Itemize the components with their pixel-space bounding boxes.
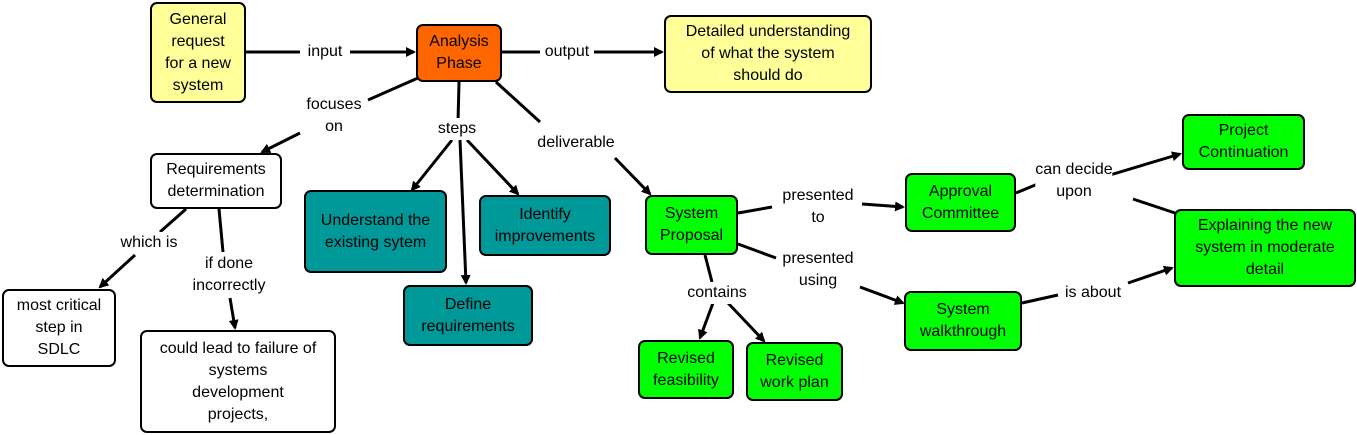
- edge-steps-d: [465, 138, 520, 196]
- node-requirements-determination[interactable]: Requirements determination: [150, 153, 282, 209]
- link-label-output: output: [544, 41, 590, 63]
- edge-steps-c: [458, 139, 471, 285]
- node-explaining-new-system[interactable]: Explaining the new system in moderate de…: [1174, 209, 1356, 287]
- node-understand-existing[interactable]: Understand the existing sytem: [304, 190, 447, 273]
- edge-is-about-b: [1127, 265, 1174, 285]
- link-label-contains: contains: [687, 282, 747, 304]
- node-revised-feasibility[interactable]: Revised feasibility: [638, 340, 734, 399]
- link-label-focuses-on: focuses on: [306, 94, 362, 138]
- edge-focuses-b: [260, 131, 301, 154]
- link-label-presented-using: presented using: [782, 248, 854, 292]
- link-label-presented-to: presented to: [782, 185, 854, 229]
- node-identify-improvements-label: Identify improvements: [494, 205, 596, 245]
- edge-decide-c: [1132, 197, 1176, 215]
- node-revised-work-plan[interactable]: Revised work plan: [746, 342, 843, 401]
- node-most-critical-step[interactable]: most critical step in SDLC: [2, 289, 116, 367]
- node-general-request[interactable]: General request for a new system: [150, 2, 246, 103]
- node-identify-improvements[interactable]: Identify improvements: [479, 195, 611, 256]
- node-requirements-determination-label: Requirements determination: [166, 161, 266, 200]
- edge-is-about-a: [1021, 293, 1059, 305]
- node-project-continuation-label: Project Continuation: [1198, 122, 1289, 161]
- edge-decide-b: [1109, 151, 1182, 177]
- link-label-deliverable: deliverable: [537, 132, 615, 154]
- edge-presented-to-a: [737, 205, 773, 215]
- edge-contains-c: [726, 301, 766, 343]
- node-system-walkthrough-label: System walkthrough: [919, 301, 1007, 340]
- edge-which-is-a: [159, 207, 187, 234]
- edge-presented-to-b: [861, 201, 905, 212]
- node-detailed-understanding[interactable]: Detailed understanding of what the syste…: [664, 15, 872, 93]
- edge-deliverable-a: [494, 80, 542, 124]
- node-explaining-new-system-label: Explaining the new system in moderate de…: [1195, 217, 1335, 278]
- edge-deliverable-b: [613, 156, 652, 196]
- edge-incorrect-a: [217, 208, 225, 253]
- node-system-proposal[interactable]: System Proposal: [645, 195, 738, 255]
- edge-presented-using-b: [859, 285, 905, 305]
- node-general-request-label: General request for a new system: [165, 10, 231, 94]
- link-label-which-is: which is: [120, 232, 178, 254]
- edge-steps-a: [456, 81, 461, 123]
- node-could-lead-failure[interactable]: could lead to failure of systems develop…: [140, 330, 336, 433]
- node-approval-committee[interactable]: Approval Committee: [905, 173, 1016, 232]
- edge-contains-b: [698, 302, 715, 340]
- link-label-can-decide-upon: can decide upon: [1035, 159, 1113, 203]
- link-label-steps: steps: [437, 118, 477, 140]
- node-system-proposal-label: System Proposal: [659, 205, 724, 244]
- node-could-lead-failure-label: could lead to failure of systems develop…: [159, 339, 317, 423]
- edge-incorrect-b: [228, 297, 239, 330]
- node-define-requirements-label: Define requirements: [421, 295, 515, 335]
- node-revised-feasibility-label: Revised feasibility: [653, 349, 719, 389]
- edge-which-is-b: [98, 253, 137, 289]
- node-analysis-phase[interactable]: Analysis Phase: [416, 24, 502, 82]
- node-define-requirements[interactable]: Define requirements: [403, 285, 533, 346]
- node-analysis-phase-label: Analysis Phase: [429, 33, 489, 72]
- node-system-walkthrough[interactable]: System walkthrough: [904, 291, 1022, 351]
- node-detailed-understanding-label: Detailed understanding of what the syste…: [685, 23, 851, 84]
- link-label-is-about: is about: [1064, 282, 1122, 304]
- link-label-if-done-incorrectly: if done incorrectly: [192, 253, 266, 297]
- node-project-continuation[interactable]: Project Continuation: [1182, 114, 1305, 170]
- edge-contains-a: [703, 254, 714, 283]
- node-understand-existing-label: Understand the existing sytem: [320, 211, 431, 251]
- edge-presented-using-a: [737, 242, 777, 260]
- edge-focuses-a: [367, 76, 419, 102]
- edge-steps-b: [410, 139, 454, 192]
- node-revised-work-plan-label: Revised work plan: [760, 351, 829, 391]
- node-approval-committee-label: Approval Committee: [921, 182, 1000, 222]
- link-label-input: input: [307, 41, 343, 63]
- node-most-critical-step-label: most critical step in SDLC: [16, 297, 102, 358]
